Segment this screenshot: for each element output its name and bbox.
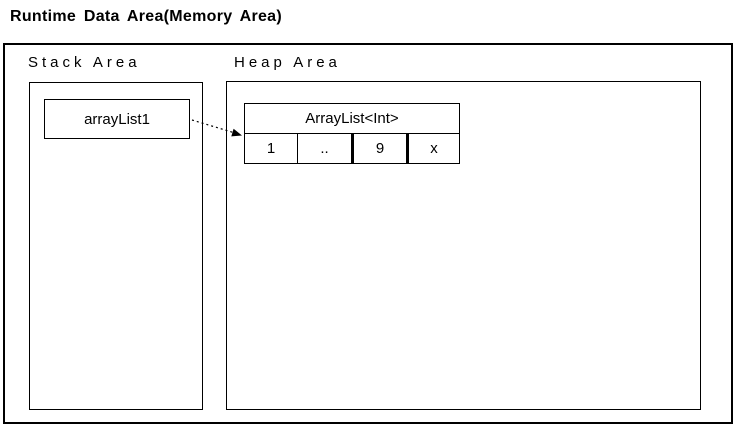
stack-variable-label: arrayList1: [84, 110, 150, 128]
stack-area-box: arrayList1: [29, 82, 203, 410]
heap-object-cells: 1 .. 9 x: [245, 134, 459, 163]
diagram-title: Runtime Data Area(Memory Area): [10, 8, 282, 25]
array-cell-0: 1: [245, 134, 298, 163]
stack-variable-box: arrayList1: [44, 99, 190, 139]
heap-object-box: ArrayList<Int> 1 .. 9 x: [244, 103, 460, 164]
stack-area-label: Stack Area: [28, 54, 141, 71]
array-cell-3: x: [430, 140, 438, 157]
array-cell-1: ..: [298, 134, 354, 163]
array-cell-2: 9: [354, 134, 409, 163]
pointer-arrow-dashed-line: [191, 119, 236, 134]
pointer-arrowhead-icon: [231, 128, 242, 137]
heap-area-label: Heap Area: [234, 54, 341, 71]
pointer-arrow: [191, 119, 242, 137]
runtime-data-area-box: Stack Area Heap Area arrayList1 ArrayLis…: [3, 43, 733, 424]
heap-area-box: ArrayList<Int> 1 .. 9 x: [226, 81, 701, 410]
heap-object-header: ArrayList<Int>: [245, 104, 459, 134]
